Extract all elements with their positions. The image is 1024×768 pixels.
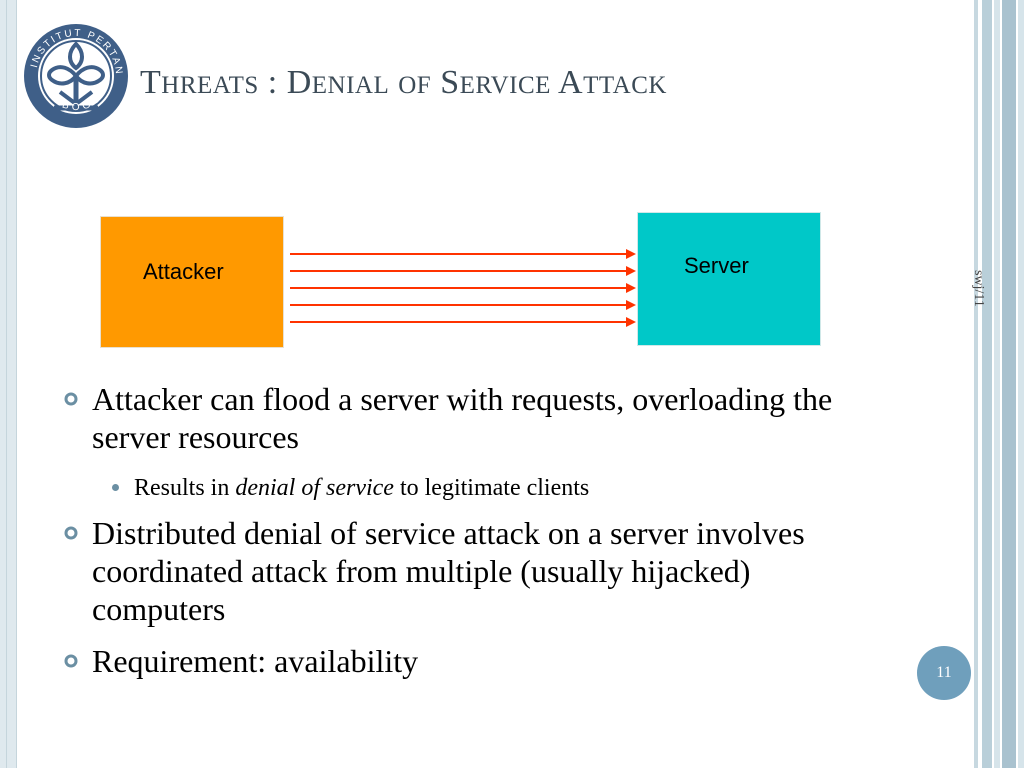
title-part: A: [558, 64, 584, 101]
slide-title: Threats : Denial of Service Attack: [140, 64, 667, 102]
title-part: enial: [311, 72, 390, 99]
server-box: Server: [637, 212, 821, 346]
bullet-ring-icon: [64, 392, 78, 406]
request-arrowhead: [626, 317, 636, 327]
server-label: Server: [684, 253, 749, 278]
title-part: hreats: [161, 72, 259, 99]
request-arrowhead: [626, 249, 636, 259]
sub-bullet-emphasis: denial of service: [235, 475, 394, 501]
bullet-ring-icon: [64, 526, 78, 540]
request-arrowhead: [626, 266, 636, 276]
title-part: T: [140, 64, 162, 101]
right-decoration: [974, 0, 1024, 768]
sub-bullet-text-1: Results in: [134, 475, 236, 501]
bullet-text: Attacker can flood a server with request…: [92, 381, 833, 455]
page-number-badge: 11: [917, 646, 971, 700]
title-part: S: [440, 64, 460, 101]
title-part: [389, 64, 398, 101]
request-arrows: [290, 249, 636, 327]
sub-bullet-dot-icon: [112, 484, 119, 491]
request-arrowhead: [626, 300, 636, 310]
attacker-label: Attacker: [143, 259, 224, 284]
left-border: [0, 0, 17, 768]
dos-diagram: Attacker Server: [100, 212, 824, 352]
attacker-box: Attacker: [100, 216, 284, 348]
slide-footer-label: swj/11: [971, 270, 986, 307]
institution-logo: INSTITUT PERTANIAN BOGOR: [22, 22, 128, 128]
title-part: [551, 64, 558, 101]
title-part: [431, 64, 440, 101]
title-part: D: [286, 64, 312, 101]
request-arrowhead: [626, 283, 636, 293]
bullet-text: Requirement: availability: [92, 643, 419, 679]
sub-bullet-item: Results in denial of service to legitima…: [112, 474, 590, 502]
bullet-text: Distributed denial of service attack on …: [92, 515, 805, 627]
sub-bullet-text-2: to legitimate clients: [393, 475, 590, 501]
title-part: :: [258, 64, 287, 101]
title-part: ervice: [459, 72, 551, 99]
bullet-ring-icon: [64, 654, 78, 668]
title-part: ttack: [583, 72, 667, 99]
title-part: of: [398, 72, 432, 99]
